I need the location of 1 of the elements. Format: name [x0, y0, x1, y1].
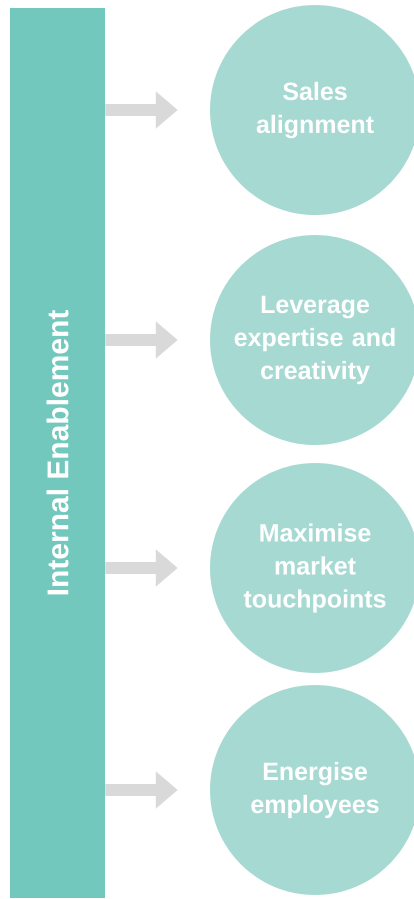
vertical-bar: Internal Enablement — [10, 8, 105, 898]
